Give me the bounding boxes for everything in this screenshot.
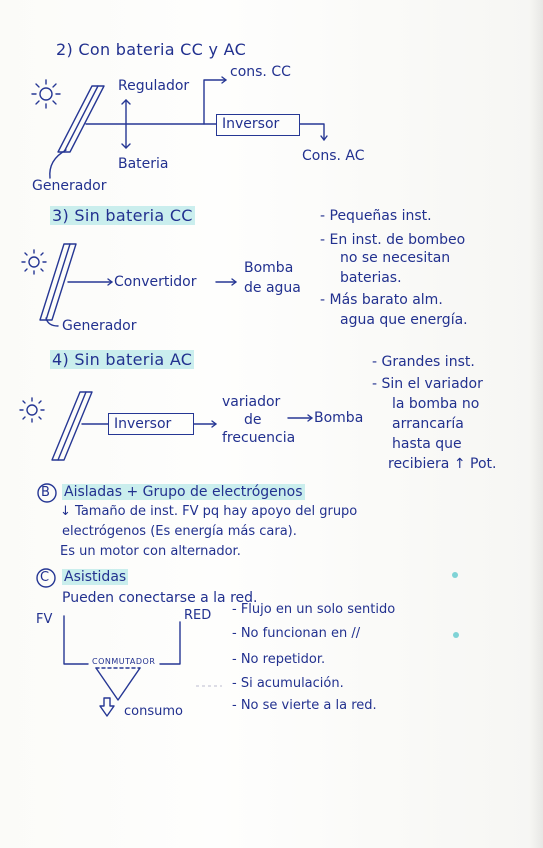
- highlighter-dot: [453, 632, 459, 638]
- sectionC-note: - No funcionan en //: [232, 626, 361, 641]
- frecuencia-label: frecuencia: [222, 430, 296, 446]
- section3-note: - En inst. de bombeo: [320, 232, 466, 248]
- solar-panel: [51, 391, 93, 461]
- section4-title: 4) Sin bateria AC: [50, 350, 195, 369]
- sectionC-letter: C: [40, 570, 50, 585]
- section4-note: - Grandes inst.: [372, 354, 475, 370]
- sun-icon: [21, 249, 47, 275]
- solar-panel: [57, 85, 105, 153]
- section3-note: agua que energía.: [340, 312, 468, 328]
- section3-title-text: 3) Sin bateria CC: [50, 206, 195, 225]
- inversor-label: Inversor: [222, 116, 280, 132]
- regulador-label: Regulador: [118, 78, 190, 94]
- variador-label: variador: [222, 394, 281, 410]
- de-agua-label: de agua: [244, 280, 301, 296]
- sectionB-line: ↓ Tamaño de inst. FV pq hay apoyo del gr…: [60, 504, 358, 519]
- generador-label-3: Generador: [62, 318, 137, 334]
- cons-ac-label: Cons. AC: [302, 148, 365, 164]
- section4-note: la bomba no: [392, 396, 480, 412]
- red-label: RED: [184, 608, 212, 623]
- convertidor-label: Convertidor: [114, 274, 197, 290]
- inversor-box-4: [108, 413, 194, 435]
- sectionB-title-text: Aisladas + Grupo de electrógenos: [62, 484, 305, 500]
- sectionC-note: - Flujo en un solo sentido: [232, 602, 396, 617]
- sectionB-line: Es un motor con alternador.: [60, 544, 241, 559]
- consumo-label: consumo: [124, 704, 183, 719]
- section3-note: no se necesitan: [340, 250, 451, 266]
- conmutador-label: CONMUTADOR: [92, 657, 156, 666]
- highlighter-dot: [452, 572, 458, 578]
- sectionB-title: Aisladas + Grupo de electrógenos: [62, 484, 305, 500]
- sectionC-note: - Si acumulación.: [232, 676, 344, 691]
- section4-title-text: 4) Sin bateria AC: [50, 350, 195, 369]
- section3-note: baterias.: [340, 270, 402, 286]
- generador-label: Generador: [32, 178, 107, 194]
- solar-panel: [39, 243, 77, 321]
- de-label: de: [244, 412, 262, 428]
- sectionB-letter: B: [41, 485, 50, 500]
- page-edge-shadow: [529, 0, 543, 848]
- inversor-box: [216, 114, 300, 136]
- sectionC-title-text: Asistidas: [62, 569, 129, 585]
- cons-cc-label: cons. CC: [230, 64, 291, 80]
- section4-note: - Sin el variador: [372, 376, 483, 392]
- fv-label: FV: [36, 612, 53, 627]
- bomba-label: Bomba: [244, 260, 294, 276]
- sectionC-note: - No se vierte a la red.: [232, 698, 377, 713]
- generador-pointer: [45, 317, 59, 327]
- section4-note: recibiera ↑ Pot.: [388, 456, 497, 472]
- section3-title: 3) Sin bateria CC: [50, 206, 195, 225]
- sectionC-note: - No repetidor.: [232, 652, 326, 667]
- bomba-label-4: Bomba: [314, 410, 364, 426]
- sectionC-subtitle: Pueden conectarse a la red.: [62, 590, 258, 606]
- sun-icon: [19, 397, 45, 423]
- sectionB-line: electrógenos (Es energía más cara).: [62, 524, 297, 539]
- bateria-label: Bateria: [118, 156, 169, 172]
- inversor-label-4: Inversor: [114, 416, 172, 432]
- section4-note: hasta que: [392, 436, 462, 452]
- generador-pointer: [49, 149, 67, 179]
- sun-icon: [31, 79, 61, 109]
- section3-note: - Pequeñas inst.: [320, 208, 432, 224]
- down-arrow-icon: [99, 697, 115, 717]
- section4-note: arrancaría: [392, 416, 464, 432]
- section2-title: 2) Con bateria CC y AC: [56, 40, 247, 59]
- sectionC-title: Asistidas: [62, 569, 129, 585]
- section3-note: - Más barato alm.: [320, 292, 443, 308]
